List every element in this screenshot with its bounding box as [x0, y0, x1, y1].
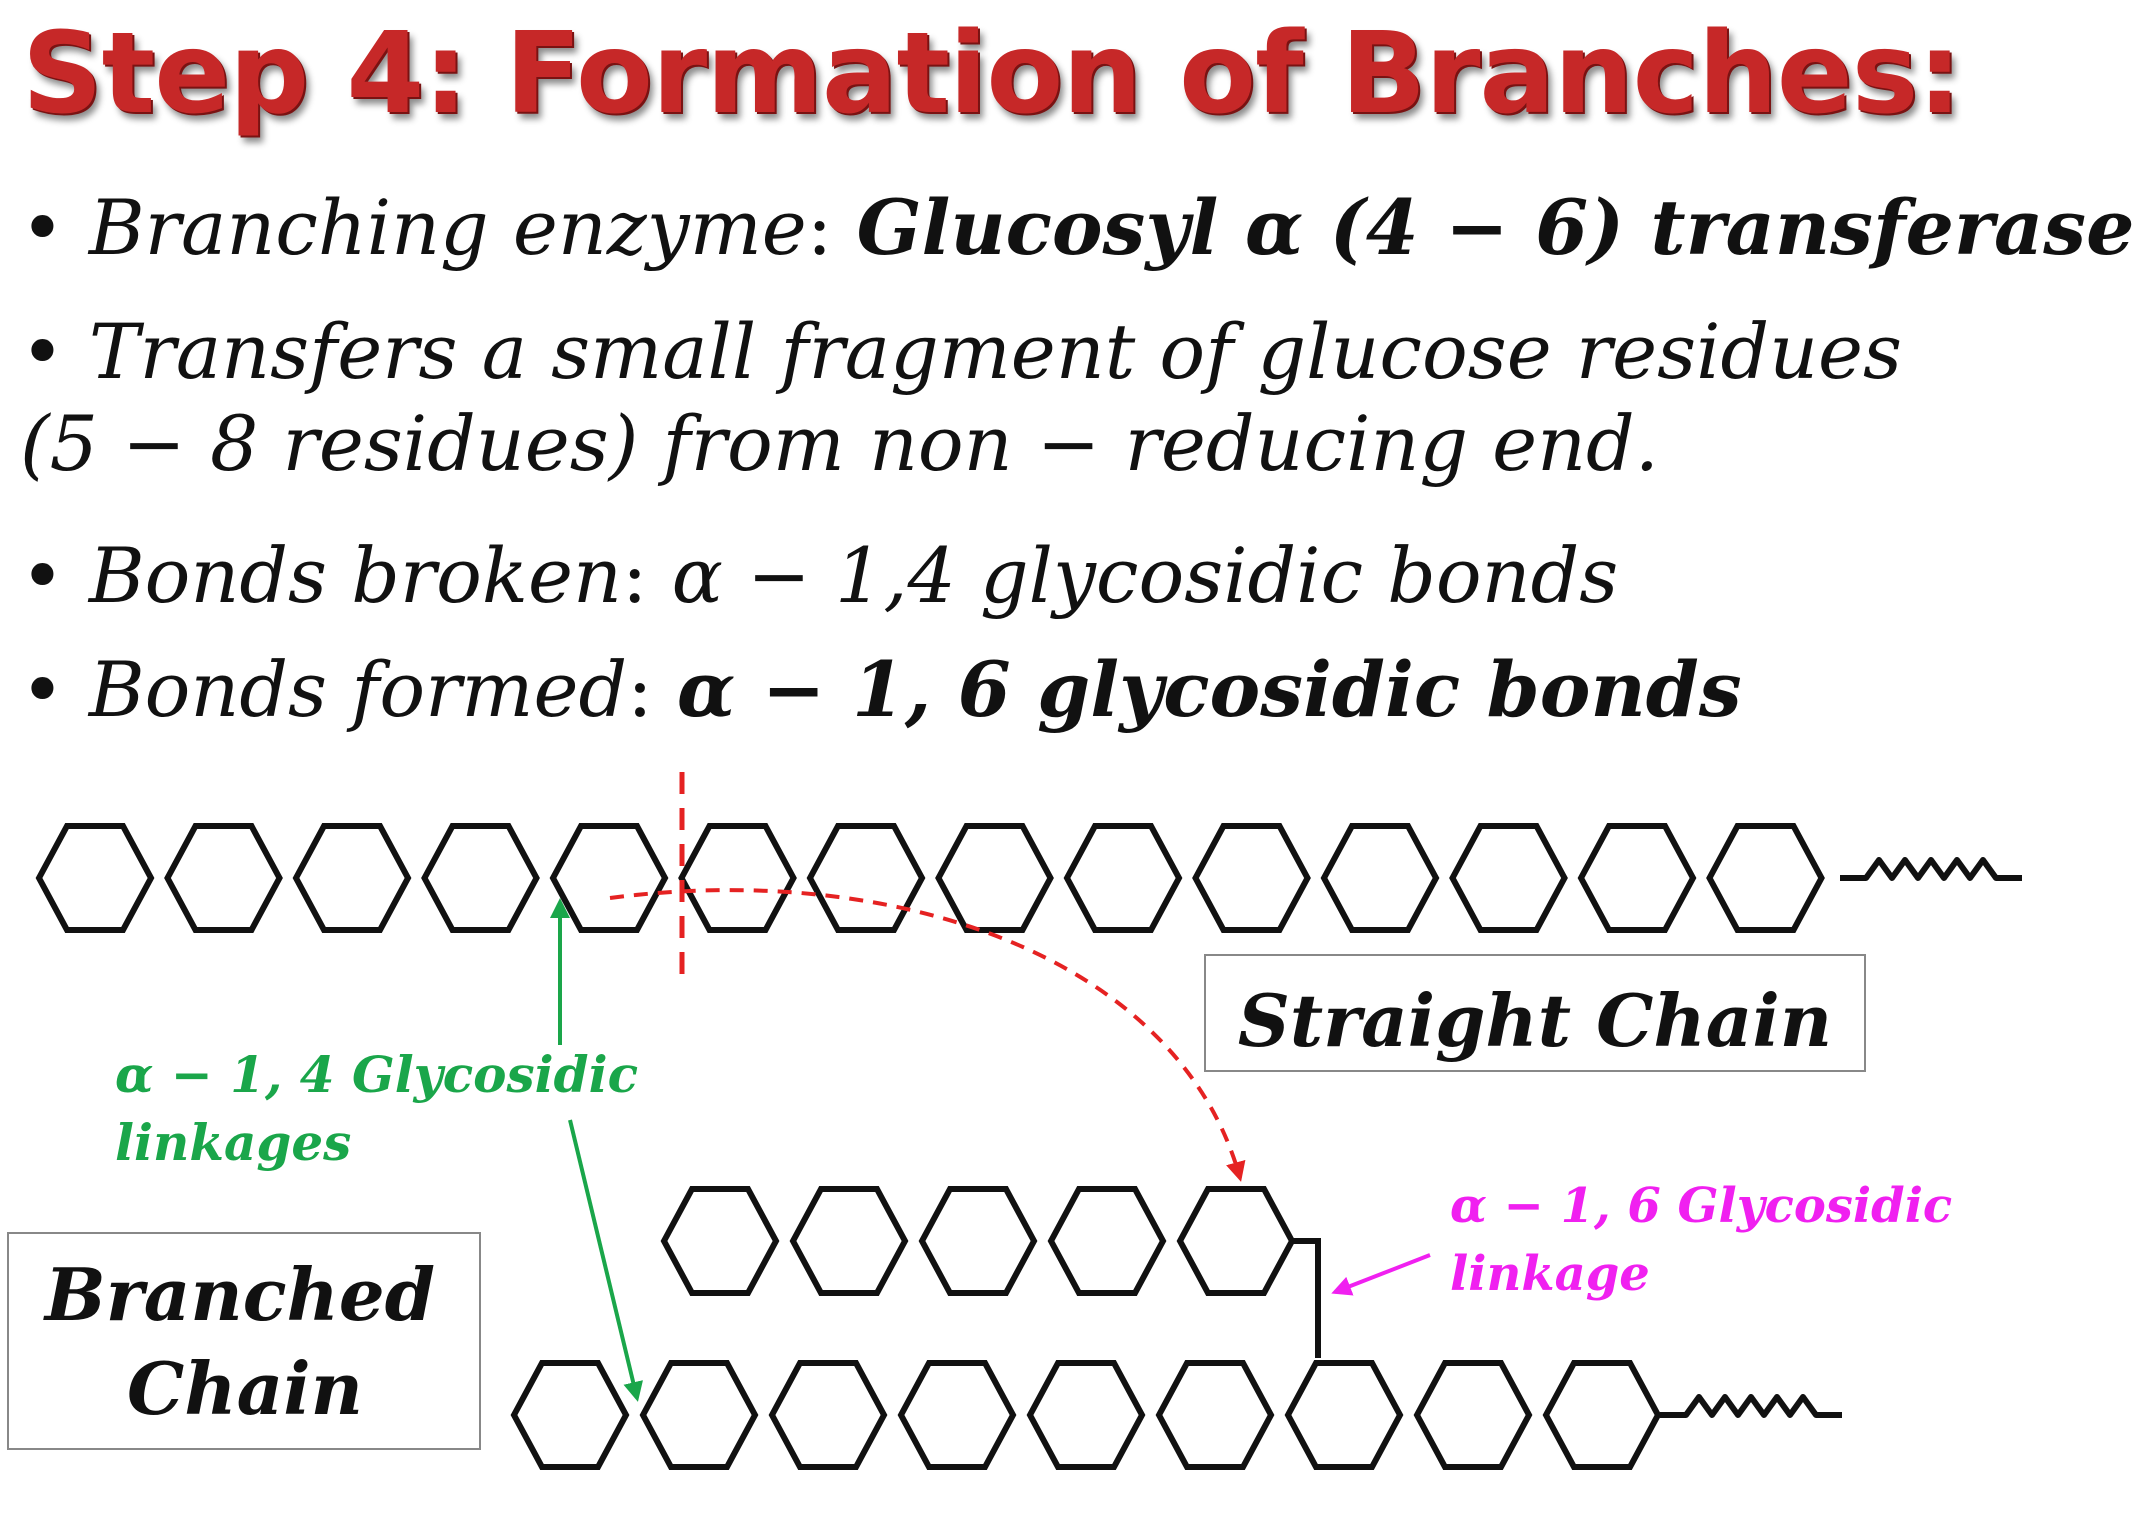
branched-chain-label-box — [7, 1232, 481, 1450]
glucose-hexagon — [660, 1186, 780, 1296]
enzyme-name: Glucosyl α (4 − 6) transferase — [856, 183, 2134, 272]
glucose-hexagon — [1284, 1360, 1404, 1470]
branched-chain-label-line1: Branched — [43, 1252, 435, 1337]
glucose-hexagon — [639, 1360, 759, 1470]
alpha-1-6-label-line1: α − 1, 6 Glycosidic — [1450, 1178, 1952, 1234]
alpha-1-4-label-line1: α − 1, 4 Glycosidic — [115, 1045, 638, 1104]
bullet-dot: • — [20, 531, 65, 620]
bullet-text-line1: Transfers a small fragment of glucose re… — [88, 307, 1903, 396]
glucose-hexagon — [935, 823, 1054, 933]
glucose-hexagon — [1542, 1360, 1662, 1470]
glucose-hexagon — [164, 823, 283, 933]
bullet-text-line2: (5 − 8 residues) from non − reducing end… — [20, 399, 1659, 488]
bonds-formed-value: α − 1, 6 glycosidic bonds — [676, 645, 1742, 734]
glucose-hexagon — [292, 823, 412, 933]
alpha-1-6-arrow — [1331, 1253, 1431, 1296]
glucose-hexagon — [35, 823, 155, 933]
glucose-hexagon — [1192, 823, 1311, 933]
glucose-hexagon — [510, 1360, 630, 1470]
straight-chain-label-box — [1204, 954, 1866, 1072]
transfer-arrow — [609, 888, 1246, 1182]
bonds-broken-value: α − 1,4 glycosidic bonds — [671, 531, 1619, 620]
alpha-1-4-arrow-down — [568, 1119, 643, 1402]
straight-chain-wavy-end — [1840, 857, 2022, 881]
bullet-branching-enzyme: •Branching enzyme: Glucosyl α (4 − 6) tr… — [20, 183, 2134, 272]
alpha-1-6-bond — [1291, 1238, 1321, 1358]
glucose-hexagon — [1449, 823, 1568, 933]
glucose-hexagon — [1047, 1186, 1167, 1296]
bullet-label: Branching enzyme — [88, 183, 807, 272]
glucose-hexagon — [1176, 1186, 1296, 1296]
branched-chain-label-line2: Chain — [127, 1346, 363, 1431]
branched-main-chain — [510, 1360, 1662, 1470]
branch-fragment-chain — [660, 1186, 1296, 1296]
glucose-hexagon — [1063, 823, 1183, 933]
bullet-transfers: •Transfers a small fragment of glucose r… — [20, 314, 1902, 390]
glucose-hexagon — [549, 823, 669, 933]
alpha-1-6-label-line2: linkage — [1450, 1246, 1650, 1302]
glucose-hexagon — [1026, 1360, 1146, 1470]
bullet-label: Bonds broken — [88, 531, 622, 620]
bullet-dot: • — [20, 307, 65, 396]
bullet-bonds-formed: •Bonds formed: α − 1, 6 glycosidic bonds — [20, 645, 1742, 734]
bullet-dot: • — [20, 645, 65, 734]
glucose-hexagon — [1706, 823, 1825, 933]
glucose-hexagon — [678, 823, 797, 933]
glucose-hexagon — [1155, 1360, 1275, 1470]
glucose-hexagon — [897, 1360, 1017, 1470]
glucose-hexagon — [768, 1360, 888, 1470]
bullet-label: Bonds formed — [88, 645, 628, 734]
glucose-hexagon — [1413, 1360, 1533, 1470]
glucose-hexagon — [1320, 823, 1440, 933]
glucose-hexagon — [1577, 823, 1697, 933]
straight-chain — [35, 823, 1825, 933]
alpha-1-4-label-line2: linkages — [115, 1113, 351, 1172]
bullet-transfers-line2: (5 − 8 residues) from non − reducing end… — [20, 406, 1659, 482]
glucose-hexagon — [806, 823, 926, 933]
slide-title: Step 4: Formation of Branches: — [22, 9, 1962, 139]
bullet-bonds-broken: •Bonds broken: α − 1,4 glycosidic bonds — [20, 531, 1619, 620]
glucose-hexagon — [918, 1186, 1038, 1296]
glucose-hexagon — [789, 1186, 909, 1296]
bullet-dot: • — [20, 183, 65, 272]
glucose-hexagon — [421, 823, 540, 933]
branched-chain-wavy-end — [1660, 1394, 1842, 1418]
glycogen-branching-diagram: Straight Chain Branched Chain α − 1, 4 G… — [7, 772, 2022, 1470]
straight-chain-label: Straight Chain — [1238, 978, 1832, 1063]
